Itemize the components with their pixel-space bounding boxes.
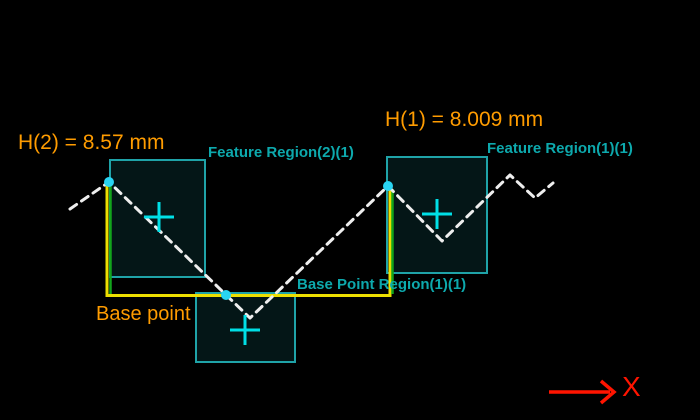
base-point-label: Base point xyxy=(96,303,191,325)
feature-region-1-label: Feature Region(1)(1) xyxy=(487,140,633,157)
profile-trace xyxy=(68,173,555,320)
feature-1-cross-marker xyxy=(422,199,452,229)
baseline-yellow xyxy=(105,184,392,297)
peak-point-1-dot xyxy=(383,181,393,191)
peak-point-2-dot xyxy=(104,177,114,187)
x-axis-arrowhead-icon xyxy=(599,379,617,405)
feature-2-cross-marker xyxy=(144,202,174,232)
base-point-dot xyxy=(221,290,231,300)
base-point-region-label: Base Point Region(1)(1) xyxy=(297,276,467,293)
x-axis-label: X xyxy=(622,371,641,402)
feature-region-2-label: Feature Region(2)(1) xyxy=(208,144,354,161)
h2-measurement-label: H(2) = 8.57 mm xyxy=(18,131,165,154)
h1-measurement-label: H(1) = 8.009 mm xyxy=(385,108,544,131)
base-point-cross-marker xyxy=(230,315,260,345)
